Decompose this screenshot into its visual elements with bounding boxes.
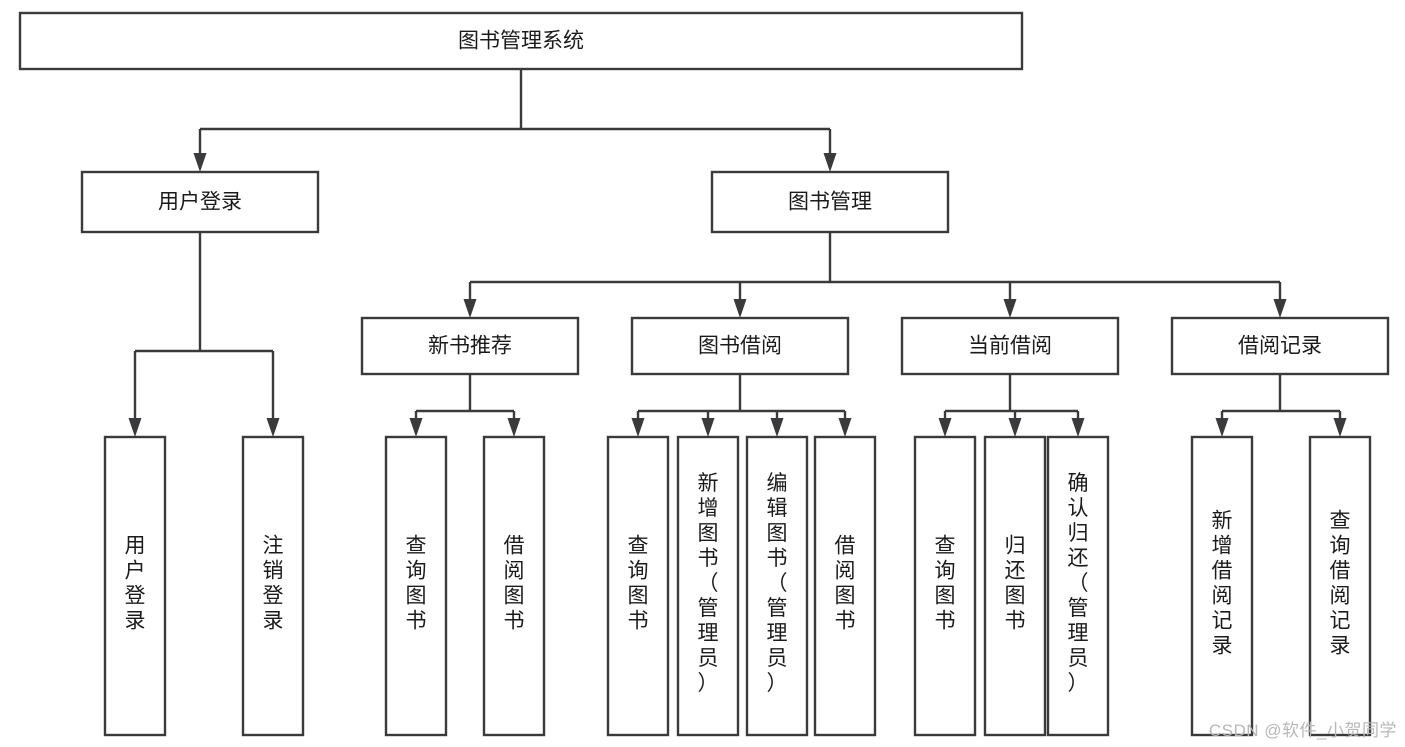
node-user-login[interactable]: 用户登录 xyxy=(80,170,320,234)
connector-group-borrow-record xyxy=(1215,374,1347,437)
node-label-book-management: 图书管理 xyxy=(788,191,872,214)
node-label-current-borrow: 当前借阅 xyxy=(968,335,1052,358)
arrow-icon-book-borrow xyxy=(733,299,747,318)
arrow-icon-leaf-add-book xyxy=(701,418,715,437)
node-book-management[interactable]: 图书管理 xyxy=(710,170,950,234)
node-leaf-user-login[interactable]: 用户登录 xyxy=(103,435,167,737)
node-box-borrow-record xyxy=(1170,316,1390,376)
connector-group-root xyxy=(193,69,837,172)
node-leaf-query-borrow-record[interactable]: 查询借阅记录 xyxy=(1308,435,1372,737)
arrow-icon-new-book-recommend xyxy=(463,299,477,318)
node-leaf-add-book[interactable]: 新增图书（管理员） xyxy=(676,435,740,737)
node-leaf-query-book-borrow[interactable]: 查询图书 xyxy=(606,435,670,737)
node-label-leaf-add-book: 新增图书（管理员） xyxy=(698,472,719,695)
node-leaf-return-book[interactable]: 归还图书 xyxy=(983,435,1047,737)
connector-group-user-login xyxy=(128,232,280,437)
arrow-icon-current-borrow xyxy=(1003,299,1017,318)
arrow-icon-leaf-query-book-borrow xyxy=(631,418,645,437)
csdn-watermark: CSDN @软件_小贺同学 xyxy=(1208,721,1397,740)
node-box-leaf-borrow-book xyxy=(813,435,877,737)
node-label-leaf-user-login: 用户登录 xyxy=(125,535,146,633)
arrow-icon-book-management xyxy=(823,153,837,172)
node-box-leaf-add-book xyxy=(676,435,740,737)
connector-group-new-book-recommend xyxy=(409,374,521,437)
node-label-user-login: 用户登录 xyxy=(158,191,242,214)
node-box-user-login xyxy=(80,170,320,234)
node-label-leaf-edit-book: 编辑图书（管理员） xyxy=(767,472,788,695)
node-label-leaf-borrow-book: 借阅图书 xyxy=(835,535,856,633)
node-label-leaf-borrow-book-recommend: 借阅图书 xyxy=(504,535,525,633)
node-leaf-query-book-recommend[interactable]: 查询图书 xyxy=(384,435,448,737)
node-box-leaf-logout xyxy=(241,435,305,737)
arrow-icon-leaf-confirm-return xyxy=(1071,418,1085,437)
node-leaf-borrow-book[interactable]: 借阅图书 xyxy=(813,435,877,737)
arrow-icon-leaf-logout xyxy=(266,418,280,437)
arrow-icon-leaf-return-book xyxy=(1008,418,1022,437)
node-current-borrow[interactable]: 当前借阅 xyxy=(900,316,1120,376)
connector-group-book-borrow xyxy=(631,374,852,437)
connector-group-book-management xyxy=(463,232,1287,318)
node-box-book-borrow xyxy=(630,316,850,376)
connector-group-current-borrow xyxy=(938,374,1085,437)
node-borrow-record[interactable]: 借阅记录 xyxy=(1170,316,1390,376)
node-label-leaf-add-borrow-record: 新增借阅记录 xyxy=(1212,510,1233,658)
node-label-new-book-recommend: 新书推荐 xyxy=(428,335,512,358)
arrow-icon-user-login xyxy=(193,153,207,172)
node-label-leaf-query-book-current: 查询图书 xyxy=(935,535,956,633)
node-box-leaf-query-book-recommend xyxy=(384,435,448,737)
arrow-icon-leaf-borrow-book-recommend xyxy=(507,418,521,437)
node-label-leaf-query-book-recommend: 查询图书 xyxy=(406,535,427,633)
node-layer: 图书管理系统用户登录图书管理新书推荐图书借阅当前借阅借阅记录用户登录注销登录查询… xyxy=(18,11,1390,737)
node-new-book-recommend[interactable]: 新书推荐 xyxy=(360,316,580,376)
node-label-root: 图书管理系统 xyxy=(458,30,584,53)
node-box-leaf-query-book-current xyxy=(913,435,977,737)
node-label-leaf-confirm-return: 确认归还（管理员） xyxy=(1068,472,1089,695)
arrow-icon-leaf-query-book-current xyxy=(938,418,952,437)
node-label-leaf-query-book-borrow: 查询图书 xyxy=(628,535,649,633)
node-box-root xyxy=(18,11,1024,71)
node-box-book-management xyxy=(710,170,950,234)
arrow-icon-leaf-add-borrow-record xyxy=(1215,418,1229,437)
node-label-leaf-return-book: 归还图书 xyxy=(1005,535,1026,633)
node-label-leaf-query-borrow-record: 查询借阅记录 xyxy=(1330,510,1351,658)
node-box-leaf-edit-book xyxy=(745,435,809,737)
node-box-leaf-query-borrow-record xyxy=(1308,435,1372,737)
node-leaf-edit-book[interactable]: 编辑图书（管理员） xyxy=(745,435,809,737)
node-box-new-book-recommend xyxy=(360,316,580,376)
node-leaf-borrow-book-recommend[interactable]: 借阅图书 xyxy=(482,435,546,737)
arrow-icon-leaf-query-book-recommend xyxy=(409,418,423,437)
node-label-borrow-record: 借阅记录 xyxy=(1238,335,1322,358)
node-leaf-add-borrow-record[interactable]: 新增借阅记录 xyxy=(1190,435,1254,737)
node-leaf-confirm-return[interactable]: 确认归还（管理员） xyxy=(1046,435,1110,737)
node-box-leaf-confirm-return xyxy=(1046,435,1110,737)
node-box-leaf-query-book-borrow xyxy=(606,435,670,737)
node-leaf-query-book-current[interactable]: 查询图书 xyxy=(913,435,977,737)
node-root[interactable]: 图书管理系统 xyxy=(18,11,1024,71)
node-label-book-borrow: 图书借阅 xyxy=(698,335,782,358)
node-leaf-logout[interactable]: 注销登录 xyxy=(241,435,305,737)
node-box-current-borrow xyxy=(900,316,1120,376)
node-box-leaf-user-login xyxy=(103,435,167,737)
arrow-icon-leaf-edit-book xyxy=(770,418,784,437)
arrow-icon-leaf-user-login xyxy=(128,418,142,437)
node-book-borrow[interactable]: 图书借阅 xyxy=(630,316,850,376)
arrow-icon-borrow-record xyxy=(1273,299,1287,318)
node-box-leaf-borrow-book-recommend xyxy=(482,435,546,737)
node-box-leaf-return-book xyxy=(983,435,1047,737)
arrow-icon-leaf-query-borrow-record xyxy=(1333,418,1347,437)
connector-layer xyxy=(128,69,1347,437)
node-label-leaf-logout: 注销登录 xyxy=(263,535,284,633)
node-box-leaf-add-borrow-record xyxy=(1190,435,1254,737)
arrow-icon-leaf-borrow-book xyxy=(838,418,852,437)
